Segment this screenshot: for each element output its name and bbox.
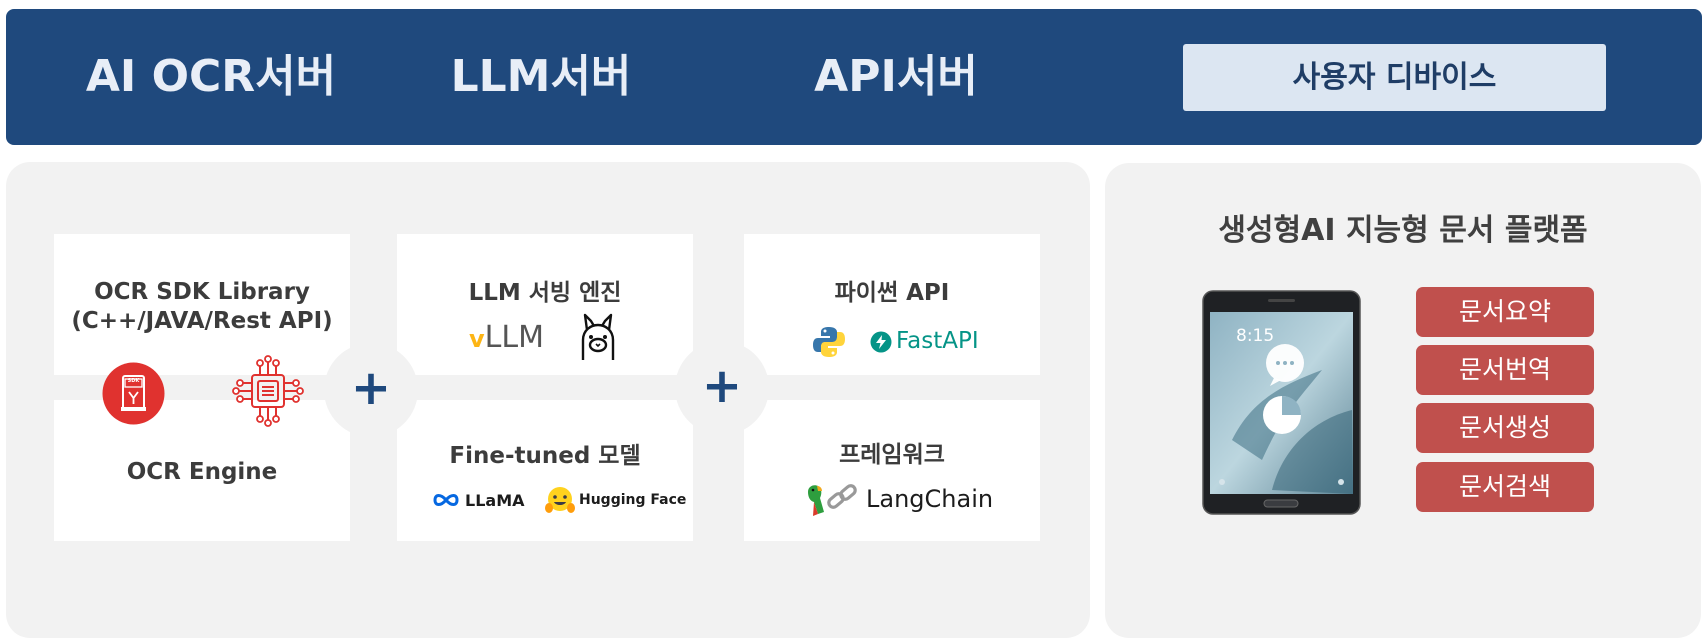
python-api-card: 파이썬 API FastAPI xyxy=(744,234,1040,375)
vllm-logo-text: LLM xyxy=(484,320,544,355)
tablet-clock: 8:15 xyxy=(1236,326,1275,346)
user-device-label: 사용자 디바이스 xyxy=(1183,44,1606,111)
finetuned-model-card: Fine-tuned 모델 LLaMA Hugging Face xyxy=(397,400,693,541)
meta-infinity-icon xyxy=(431,492,461,508)
python-api-title: 파이썬 API xyxy=(834,280,950,306)
fastapi-bolt-icon xyxy=(870,331,892,353)
ai-ocr-server-label: AI OCR서버 xyxy=(85,51,337,102)
parrot-link-icon xyxy=(804,482,862,518)
function-button-translate[interactable]: 문서번역 xyxy=(1416,345,1594,395)
plus-sign-1: + xyxy=(350,360,392,416)
sdk-icon: SDK xyxy=(102,362,165,425)
function-button-search[interactable]: 문서검색 xyxy=(1416,462,1594,512)
llm-serving-engine-title: LLM 서빙 엔진 xyxy=(468,280,622,306)
plus-circle-1: + xyxy=(324,343,418,437)
fastapi-logo: FastAPI xyxy=(896,328,979,354)
ocr-engine-title: OCR Engine xyxy=(126,459,278,485)
framework-title: 프레임워크 xyxy=(839,442,945,468)
langchain-logo: LangChain xyxy=(866,485,994,513)
llm-serving-engine-card: LLM 서빙 엔진 vLLM xyxy=(397,234,693,375)
ocr-engine-card: OCR Engine xyxy=(54,400,350,541)
function-button-summarize[interactable]: 문서요약 xyxy=(1416,287,1594,337)
llm-server-label: LLM서버 xyxy=(450,51,632,102)
ocr-sdk-card: OCR SDK Library (C++/JAVA/Rest API) xyxy=(54,234,350,375)
ocr-sdk-title-line1: OCR SDK Library xyxy=(94,279,310,305)
tablet-illustration: 8:15 xyxy=(1202,290,1361,515)
function-button-generate[interactable]: 문서생성 xyxy=(1416,403,1594,453)
vllm-logo-prefix: v xyxy=(469,325,485,353)
llama-logo: LLaMA xyxy=(465,491,525,510)
chip-icon xyxy=(232,355,304,427)
sdk-icon-badge: SDK xyxy=(127,378,140,384)
api-server-label: API서버 xyxy=(814,51,978,102)
ocr-sdk-title-line2: (C++/JAVA/Rest API) xyxy=(71,308,333,334)
hugging-face-emoji-icon xyxy=(545,486,575,514)
plus-sign-2: + xyxy=(701,358,743,414)
header-band: AI OCR서버 LLM서버 API서버 사용자 디바이스 xyxy=(6,9,1702,145)
framework-card: 프레임워크 LangChain xyxy=(744,400,1040,541)
platform-title: 생성형AI 지능형 문서 플랫폼 xyxy=(1218,213,1588,248)
llama-mascot-icon xyxy=(577,312,619,362)
python-logo-icon xyxy=(812,325,846,359)
finetuned-model-title: Fine-tuned 모델 xyxy=(449,443,641,469)
hugging-face-logo: Hugging Face xyxy=(579,492,687,508)
vllm-logo: vLLM xyxy=(469,320,544,355)
plus-circle-2: + xyxy=(675,341,769,435)
